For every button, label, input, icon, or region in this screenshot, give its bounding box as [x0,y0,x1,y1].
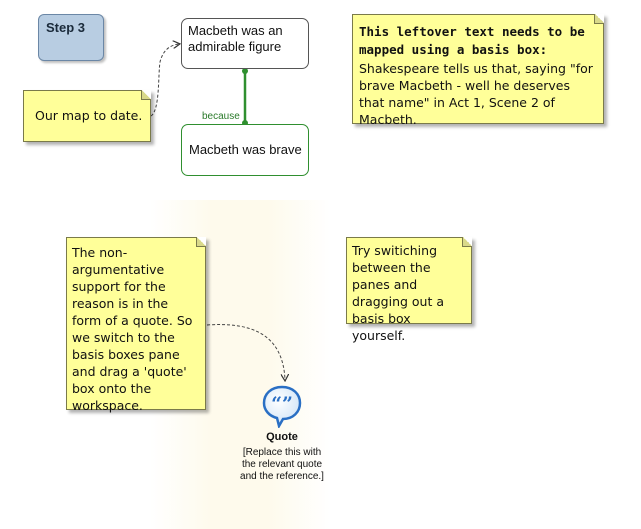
reason-text: Macbeth was brave [189,142,302,157]
note-try-switching-text: Try switiching between the panes and dra… [352,243,445,343]
map-pointer-arrow [150,44,179,117]
note-map-to-date[interactable]: Our map to date. [23,90,151,142]
note-non-argumentative-text: The non-argumentative support for the re… [72,245,193,413]
note-map-text: Our map to date. [35,108,143,123]
step-label: Step 3 [46,20,86,35]
claim-text: Macbeth was an admirable figure [188,23,283,54]
note-try-switching[interactable]: Try switiching between the panes and dra… [346,237,472,343]
step-label-box: Step 3 [38,14,104,61]
note-leftover-body: Shakespeare tells us that, saying "for b… [359,61,593,127]
claim-box[interactable]: Macbeth was an admirable figure [181,18,309,69]
note-leftover-text[interactable]: This leftover text needs to be mapped us… [352,14,604,127]
quote-pointer-arrow [206,324,285,380]
quote-speech-bubble-icon[interactable]: “” [262,384,302,430]
support-link-top-node [242,68,248,74]
note-non-argumentative[interactable]: The non-argumentative support for the re… [66,237,206,413]
quote-box-title: Quote [266,431,298,443]
note-leftover-header: This leftover text needs to be mapped us… [359,24,585,57]
connector-label: because [202,111,240,122]
quote-box-description[interactable]: [Replace this with the relevant quote an… [240,447,324,482]
reason-box[interactable]: Macbeth was brave [181,124,309,176]
svg-text:“”: “” [271,393,293,415]
